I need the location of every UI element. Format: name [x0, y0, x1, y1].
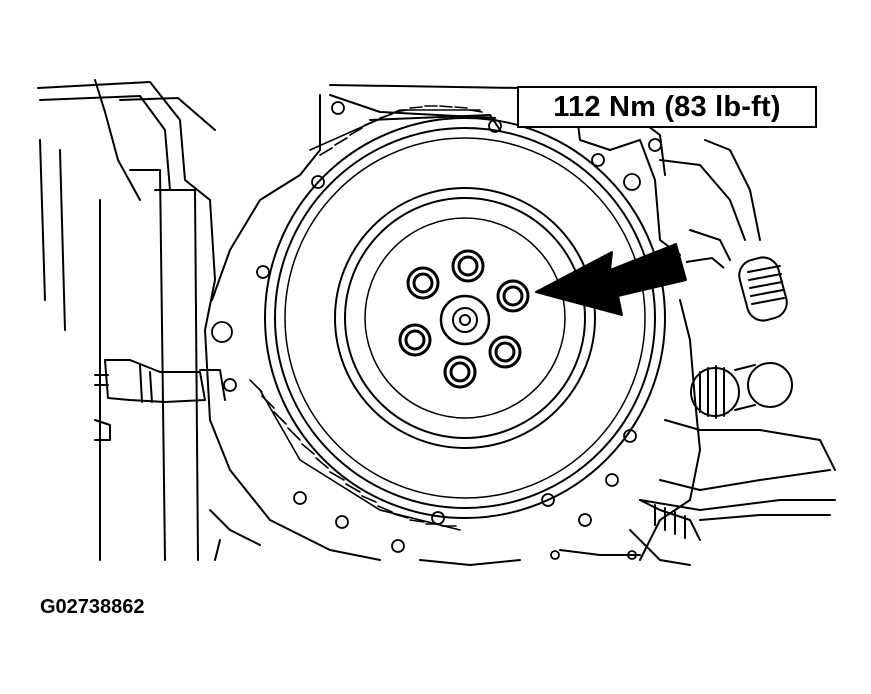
figure-id-label: G02738862 [40, 596, 145, 618]
torque-spec-label: 112 Nm (83 lb-ft) [517, 86, 817, 128]
arrow-icon [535, 243, 725, 316]
crankshaft-bolts [398, 249, 530, 389]
engine-block-housing [37, 79, 836, 566]
lower-right-fitting [639, 499, 701, 541]
mounting-holes [211, 101, 662, 560]
center-hub [439, 294, 491, 346]
flywheel-inner-plate [334, 187, 596, 449]
sensor-fitting [690, 362, 793, 419]
flywheel-outer-ring [264, 117, 666, 519]
left-bracket [94, 359, 226, 441]
ring-gear-teeth [249, 105, 483, 531]
threaded-stud [738, 256, 788, 322]
